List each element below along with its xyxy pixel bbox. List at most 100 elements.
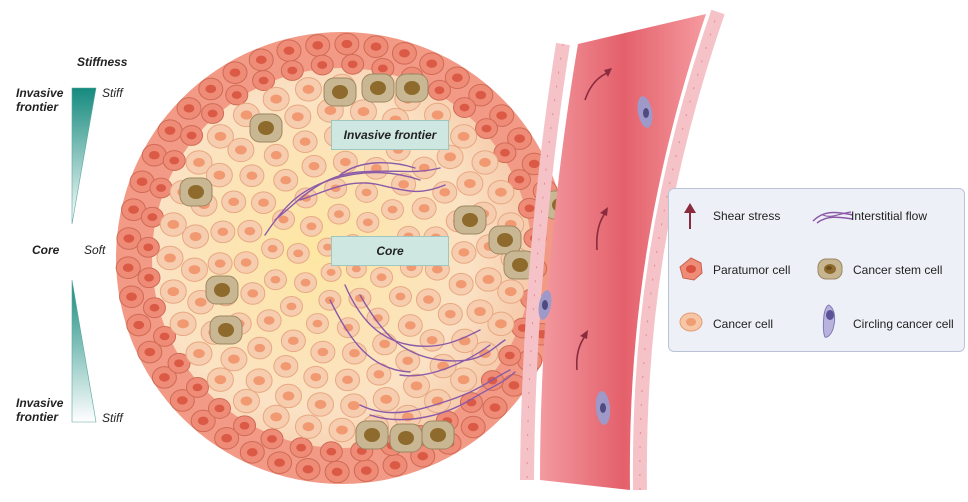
paratumor-cell-nucleus — [147, 213, 157, 221]
cancer-cell-nucleus — [215, 259, 226, 267]
cancer-cell-nucleus — [164, 253, 176, 262]
paratumor-cell-nucleus — [143, 243, 153, 251]
cancer-cell-nucleus — [214, 171, 226, 180]
cancer-cell-nucleus — [228, 355, 240, 364]
paratumor-cell-nucleus — [123, 264, 134, 272]
cancer-cell-nucleus — [190, 232, 202, 241]
cancer-cell-nucleus — [217, 228, 228, 236]
paratumor-cell-nucleus — [435, 86, 445, 94]
cancer-cell-nucleus — [334, 210, 344, 218]
cancer-cell-nucleus — [193, 349, 205, 358]
paratumor-cell-nucleus — [144, 274, 154, 282]
cancer-cell-nucleus — [432, 265, 443, 273]
paratumor-cell-nucleus — [303, 465, 314, 473]
cancer-cell-nucleus — [439, 188, 450, 196]
paratumor-cell-nucleus — [247, 448, 258, 456]
cancer-stem-cell-nucleus — [404, 81, 420, 95]
paratumor-cell-nucleus — [514, 134, 525, 142]
paratumor-cell-nucleus — [193, 384, 203, 392]
cancer-cell-nucleus — [303, 85, 315, 94]
paratumor-cell-nucleus — [341, 40, 352, 48]
cancer-cell-nucleus — [241, 258, 252, 266]
paratumor-cell-nucleus — [460, 104, 470, 112]
paratumor-cell-nucleus — [230, 68, 241, 76]
paratumor-cell-nucleus — [514, 176, 524, 184]
paratumor-cell-nucleus — [215, 405, 225, 413]
cancer-cell-nucleus — [167, 287, 179, 296]
cancer-cell-nucleus — [303, 422, 315, 431]
cancer-cell-nucleus — [402, 357, 413, 365]
cancer-cell-nucleus — [377, 273, 387, 281]
paratumor-cell-nucleus — [177, 396, 188, 404]
paratumor-cell-nucleus — [165, 126, 176, 134]
cancer-cell-nucleus — [423, 295, 434, 303]
paratumor-cell-nucleus — [123, 234, 134, 242]
paratumor-cell-nucleus — [160, 333, 170, 341]
cancer-cell-nucleus — [177, 319, 189, 328]
cancer-cell-nucleus — [317, 348, 328, 356]
cancer-cell-nucleus — [241, 110, 253, 119]
paratumor-cell-nucleus — [156, 184, 166, 192]
cancer-cell-nucleus — [270, 276, 280, 284]
cancer-cell-nucleus — [167, 220, 179, 229]
paratumor-cell-nucleus — [274, 458, 285, 466]
legend-box: Shear stress Interstitial flow Paratumor… — [668, 188, 965, 352]
cancer-cell-nucleus — [398, 180, 409, 188]
cancer-cell-nucleus — [253, 376, 265, 385]
paratumor-cell-nucleus — [505, 352, 515, 360]
cancer-stem-cell-nucleus — [188, 185, 204, 199]
cancer-cell-nucleus — [193, 158, 205, 167]
paratumor-cell-nucleus — [259, 77, 269, 85]
paratumor-cell-nucleus — [221, 434, 232, 442]
paratumor-cell-nucleus — [267, 435, 277, 443]
cancer-cell-nucleus — [342, 376, 353, 384]
cancer-cell-nucleus — [258, 198, 269, 206]
paratumor-cell-icon — [679, 257, 703, 281]
paratumor-cell-nucleus — [169, 157, 179, 165]
paratumor-cell-nucleus — [159, 373, 170, 381]
cancer-cell-nucleus — [271, 151, 282, 159]
paratumor-cell-nucleus — [312, 41, 323, 49]
cancer-cell-nucleus — [444, 152, 456, 161]
cancer-cell-nucleus — [268, 245, 278, 253]
cancer-cell-nucleus — [189, 265, 201, 274]
cancer-cell-nucleus — [336, 425, 348, 434]
paratumor-cell-nucleus — [296, 444, 306, 452]
paratumor-cell-nucleus — [525, 204, 535, 212]
cancer-stem-cell-nucleus — [462, 213, 478, 227]
cancer-cell-nucleus — [280, 176, 291, 184]
cancer-cell-nucleus — [309, 162, 320, 170]
cancer-cell-nucleus — [479, 158, 491, 167]
cancer-cell-nucleus — [396, 293, 406, 301]
paratumor-cell-nucleus — [317, 61, 327, 69]
paratumor-cell-nucleus — [482, 125, 492, 133]
paratumor-cell-nucleus — [426, 60, 437, 68]
cancer-cell-nucleus — [505, 287, 517, 296]
paratumor-cell-nucleus — [128, 205, 139, 213]
arrow-up-icon — [683, 203, 697, 229]
cancer-stem-cell-nucleus — [512, 258, 528, 272]
cancer-cell-nucleus — [427, 336, 438, 344]
paratumor-cell-nucleus — [371, 43, 382, 51]
cancer-cell-nucleus — [301, 279, 311, 287]
cancer-cell-nucleus — [362, 189, 372, 197]
paratumor-cell-nucleus — [500, 149, 510, 157]
cancer-cell-nucleus — [264, 316, 275, 324]
cancer-cell-nucleus — [432, 110, 444, 119]
cancer-cell-nucleus — [352, 265, 361, 272]
cancer-cell-nucleus — [244, 227, 255, 235]
paratumor-cell-nucleus — [133, 321, 144, 329]
cancer-stem-cell-nucleus — [258, 121, 274, 135]
paratumor-cell-nucleus — [399, 49, 410, 57]
paratumor-cell-nucleus — [326, 448, 336, 456]
cancer-stem-cell-nucleus — [332, 85, 348, 99]
paratumor-cell-nucleus — [184, 104, 195, 112]
cancer-cell-nucleus — [340, 158, 351, 166]
cancer-cell-nucleus — [419, 204, 430, 212]
legend-cancer-cell: Cancer cell — [713, 317, 773, 331]
paratumor-cell-nucleus — [126, 293, 137, 301]
cancer-cell-nucleus — [379, 340, 390, 348]
cancer-cell-nucleus — [288, 337, 299, 345]
paratumor-cell-nucleus — [174, 359, 184, 367]
cancer-cell-nucleus — [195, 298, 207, 307]
